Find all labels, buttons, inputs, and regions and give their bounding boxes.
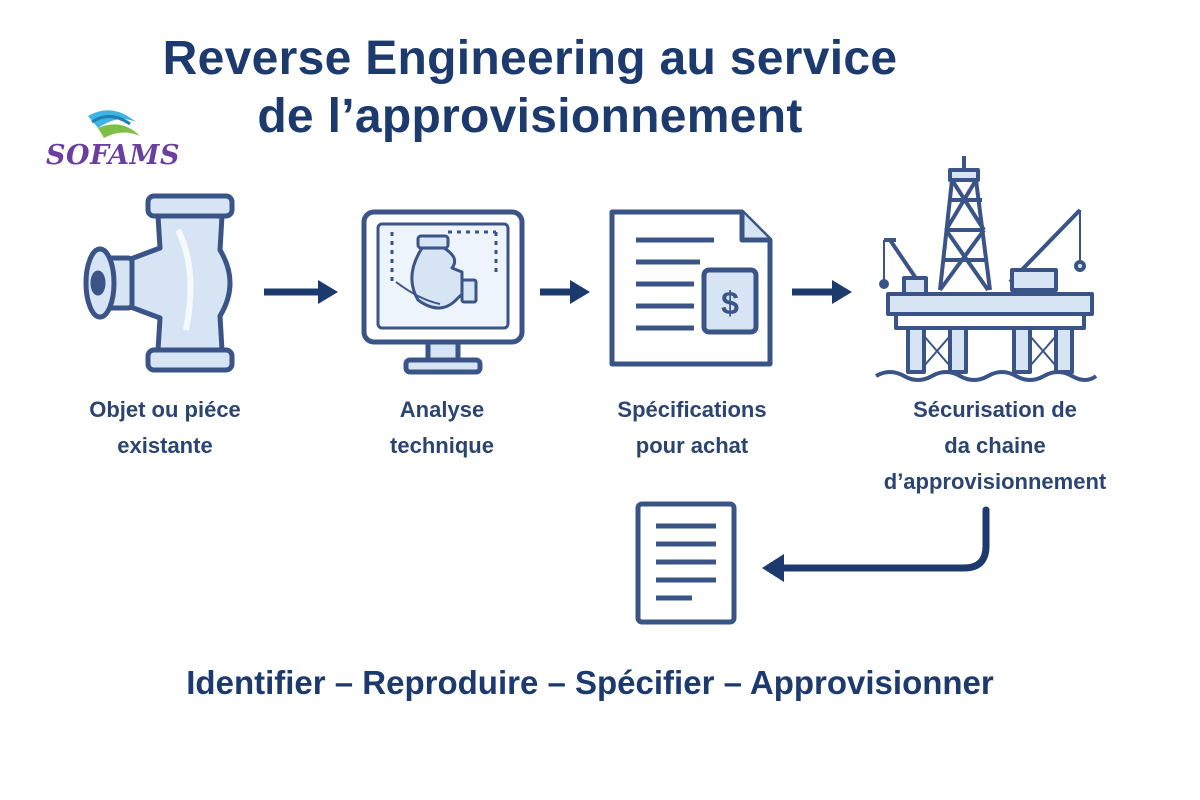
step-label-line: Sécurisation de xyxy=(913,397,1077,422)
svg-text:$: $ xyxy=(721,285,739,321)
sofams-logo: SOFAMS xyxy=(40,102,190,182)
logo-text: SOFAMS xyxy=(46,140,180,171)
step-label-line: d’approvisionnement xyxy=(883,469,1107,494)
step-label-line: pour achat xyxy=(635,433,749,458)
step-label-line: technique xyxy=(390,433,494,458)
specification-document-icon: $ xyxy=(609,209,773,367)
step-label-analyse: Analyse technique xyxy=(322,392,562,464)
logo-swoosh-icon xyxy=(88,110,140,138)
step-label-line: Spécifications xyxy=(617,397,767,422)
arrow-1 xyxy=(264,280,338,304)
step-label-objet: Objet ou piéce existante xyxy=(40,392,290,464)
step-label-line: existante xyxy=(117,433,213,458)
arrow-3 xyxy=(792,280,852,304)
document-icon xyxy=(635,501,737,625)
return-arrow xyxy=(762,506,990,582)
offshore-platform-icon xyxy=(875,156,1098,382)
step-label-line: Objet ou piéce xyxy=(89,397,241,422)
arrow-2 xyxy=(540,280,590,304)
diagram-title: Reverse Engineering au service de l’appr… xyxy=(0,30,1060,146)
step-label-line: Analyse xyxy=(399,397,485,422)
step-label-line: da chaine xyxy=(944,433,1046,458)
title-line-1: Reverse Engineering au service xyxy=(162,32,898,85)
step-label-securisation: Sécurisation de da chaine d’approvisionn… xyxy=(850,392,1140,500)
step-label-specifications: Spécifications pour achat xyxy=(572,392,812,464)
footer-slogan: Identifier – Reproduire – Spécifier – Ap… xyxy=(186,664,994,701)
title-line-2: de l’approvisionnement xyxy=(257,90,803,143)
computer-analysis-icon xyxy=(361,209,525,375)
pipe-fitting-icon xyxy=(83,193,235,373)
